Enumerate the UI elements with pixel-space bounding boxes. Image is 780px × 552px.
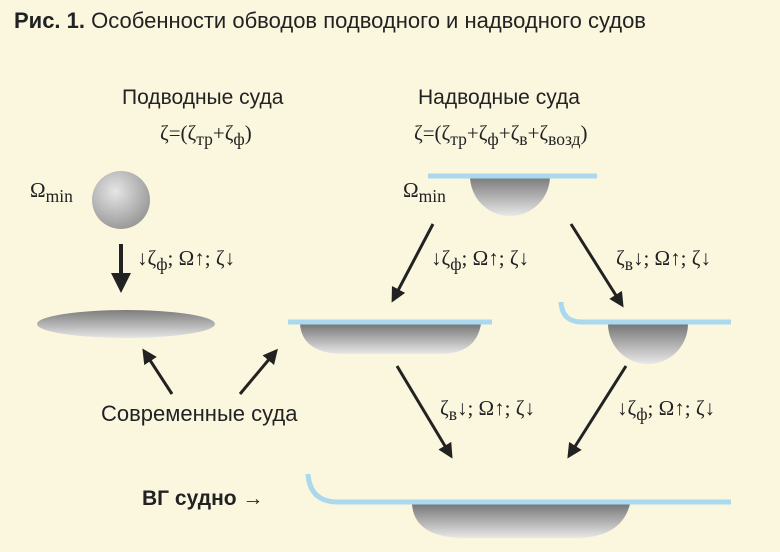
vg-ship-waterline <box>305 473 731 505</box>
modern-ships-label: Современные суда <box>101 401 298 426</box>
vg-ship-label: ВГ судно → <box>142 487 264 510</box>
omega-min-label-submarine: Ωmin <box>30 178 73 207</box>
rule-surface-form-drag: ↓ζф; Ω↑; ζ↓ <box>431 246 530 275</box>
surface-formula: ζ=(ζтр+ζф+ζв+ζвозд) <box>414 121 588 150</box>
waterline-right-bow <box>558 301 731 325</box>
figure-number: Рис. 1. <box>14 8 86 33</box>
arrow-right-to-vg <box>567 365 628 459</box>
arrow-modern-to-submarine <box>142 348 174 395</box>
figure-caption: Особенности обводов подводного и надводн… <box>91 8 646 33</box>
arrow-surface-to-right <box>569 223 624 308</box>
arrow-surface-to-left <box>391 223 435 303</box>
submarine-sphere-hull <box>92 171 150 229</box>
vg-ship-hull <box>412 504 630 538</box>
submarine-heading: Подводные суда <box>122 86 284 109</box>
arrow-left-to-vg <box>395 365 453 459</box>
surface-deep-hull <box>608 324 688 364</box>
rule-lower-wave-drag: ζв↓; Ω↑; ζ↓ <box>440 396 535 425</box>
surface-hemisphere-hull <box>470 176 550 216</box>
rule-surface-wave-drag: ζв↓; Ω↑; ζ↓ <box>616 246 711 275</box>
figure-title: Рис. 1. Особенности обводов подводного и… <box>14 8 646 34</box>
submarine-formula: ζ=(ζтр+ζф) <box>160 121 252 150</box>
rule-submarine-form-drag: ↓ζф; Ω↑; ζ↓ <box>137 246 236 275</box>
arrow-modern-to-surface <box>238 348 278 395</box>
surface-elongated-hull <box>300 324 481 354</box>
submarine-elongated-hull <box>37 310 215 338</box>
omega-min-label-surface: Ωmin <box>403 178 446 207</box>
rule-lower-form-drag: ↓ζф; Ω↑; ζ↓ <box>617 396 716 425</box>
surface-heading: Надводные суда <box>418 86 580 109</box>
